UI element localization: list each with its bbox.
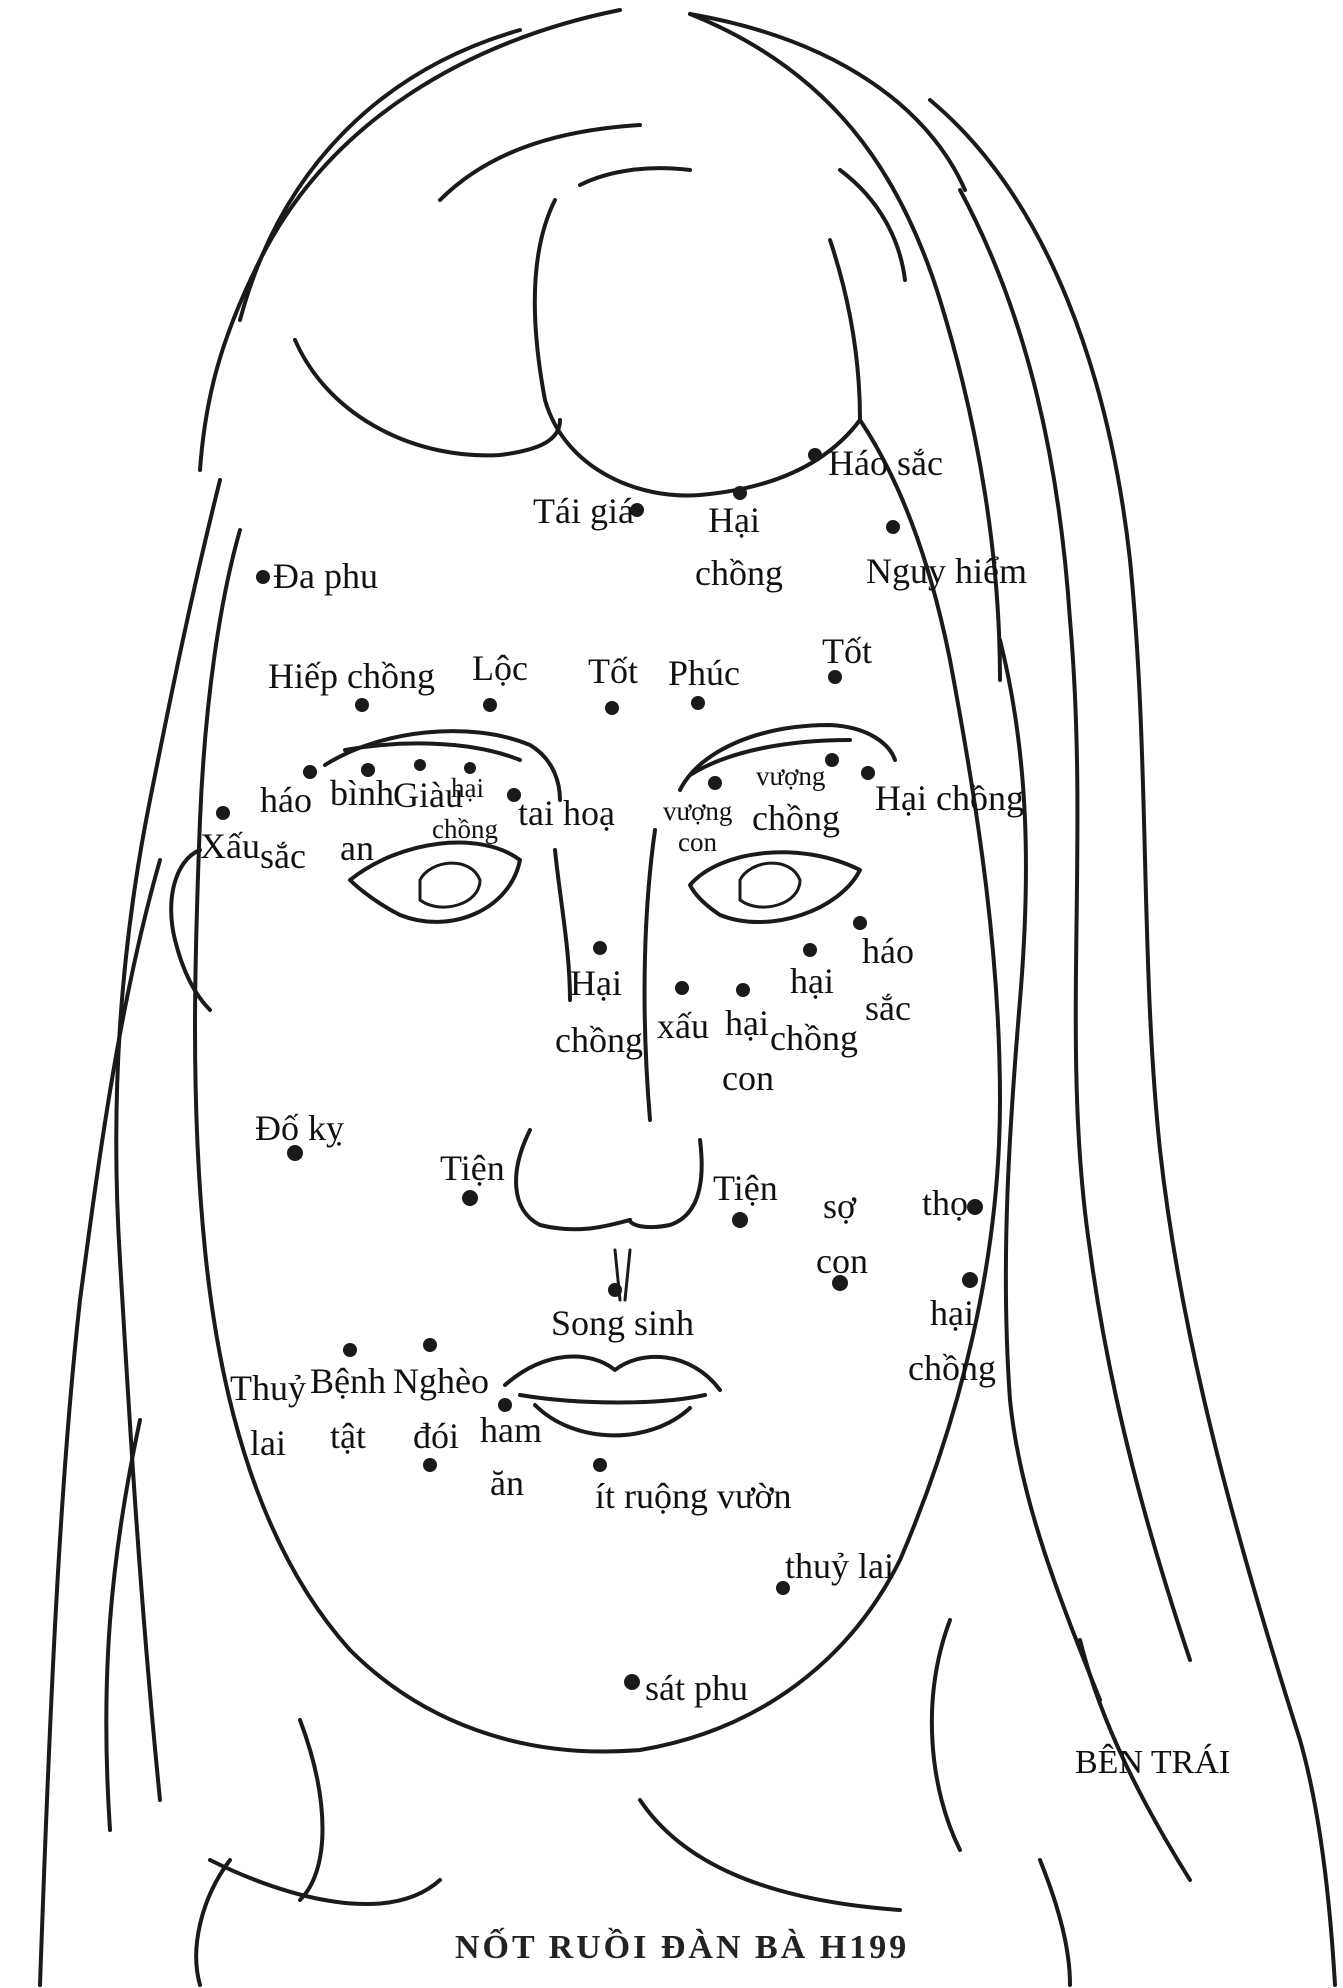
label-hai-chong-cheek-1: hại xyxy=(790,961,834,1001)
label-tien-left: Tiện xyxy=(440,1148,505,1188)
label-hai-chong-right: Hại chồng xyxy=(875,778,1024,818)
mole-tien-right xyxy=(732,1212,748,1228)
mole-vuong-chong xyxy=(825,753,839,767)
mole-loc xyxy=(483,698,497,712)
mole-da-phu xyxy=(256,570,270,584)
label-ngheo-doi-2: đói xyxy=(413,1416,459,1456)
label-hao-sac-right-1: háo xyxy=(862,931,914,971)
label-hai-chong-jaw-2: chồng xyxy=(908,1348,996,1388)
label-hai-chong-cheek-2: chồng xyxy=(770,1018,858,1058)
mole-hai-con xyxy=(736,983,750,997)
mole-hiep-chong xyxy=(355,698,369,712)
label-ham-an-2: ăn xyxy=(490,1463,524,1503)
label-thuy-lai-right: thuỷ lai xyxy=(785,1546,894,1586)
label-hai-chong-eye-2: chồng xyxy=(432,814,498,844)
label-nguy-hiem: Nguy hiểm xyxy=(866,551,1027,591)
mole-hai-chong-nose xyxy=(593,941,607,955)
mole-phuc xyxy=(691,696,705,710)
label-vuong-chong-1: vượng xyxy=(756,761,825,791)
mole-tot-right xyxy=(828,670,842,684)
mole-ngheo-doi xyxy=(423,1458,437,1472)
mole-hao-sac-left xyxy=(303,765,317,779)
mole-song-sinh xyxy=(608,1283,622,1297)
mole-hao-sac-right xyxy=(853,916,867,930)
mole-hai-chong-jaw xyxy=(962,1272,978,1288)
label-da-phu: Đa phu xyxy=(273,556,378,596)
mole-tot-center xyxy=(605,701,619,715)
label-xau-left: Xấu xyxy=(200,826,260,866)
mole-hao-sac-top xyxy=(808,448,822,462)
label-ngheo-doi-1: Nghèo xyxy=(393,1361,489,1401)
label-hai-chong-nose-2: chồng xyxy=(555,1020,643,1060)
mole-ngheo-doi-top xyxy=(423,1338,437,1352)
label-hai-chong-forehead-1: Hại xyxy=(708,500,760,540)
label-hao-sac-right-2: sắc xyxy=(865,988,911,1028)
label-tai-gia: Tái giá xyxy=(533,491,634,531)
label-binh-an-2: an xyxy=(340,828,374,868)
mole-xau-left xyxy=(216,806,230,820)
label-hiep-chong: Hiếp chồng xyxy=(268,656,435,696)
label-hao-sac-left-2: sắc xyxy=(260,836,306,876)
eyes xyxy=(350,843,860,922)
label-vuong-con-1: vượng xyxy=(663,796,732,826)
label-thuy-lai-left-1: Thuỷ xyxy=(230,1368,306,1408)
label-thuy-lai-left-2: lai xyxy=(250,1423,286,1463)
nose xyxy=(516,830,702,1300)
mole-giau xyxy=(414,759,426,771)
label-it-ruong-vuon: ít ruộng vườn xyxy=(595,1476,792,1516)
figure-caption: NỐT RUỒI ĐÀN BÀ H199 xyxy=(455,1927,909,1966)
label-vuong-con-2: con xyxy=(678,827,717,857)
label-tot-right: Tốt xyxy=(822,631,872,671)
mole-xau-nose xyxy=(675,981,689,995)
mole-tien-left xyxy=(462,1190,478,1206)
label-loc: Lộc xyxy=(472,648,528,688)
label-hai-con-1: hại xyxy=(725,1003,769,1043)
label-sat-phu: sát phu xyxy=(645,1668,748,1708)
mole-vuong-con xyxy=(708,776,722,790)
label-phuc: Phúc xyxy=(668,653,740,693)
label-benh-tat-1: Bệnh xyxy=(310,1361,386,1401)
label-tot-center: Tốt xyxy=(588,651,638,691)
label-hai-chong-eye-1: hại xyxy=(451,773,484,803)
side-label: BÊN TRÁI xyxy=(1075,1744,1230,1781)
label-do-ky: Đố kỵ xyxy=(255,1108,344,1148)
mole-nguy-hiem xyxy=(886,520,900,534)
label-ham-an-1: ham xyxy=(480,1410,542,1450)
mole-benh-tat xyxy=(343,1343,357,1357)
label-so-con-2: con xyxy=(816,1241,868,1281)
label-so-con-1: sợ xyxy=(823,1186,857,1226)
mole-hai-chong-forehead xyxy=(733,486,747,500)
label-tien-right: Tiện xyxy=(713,1168,778,1208)
label-hai-con-2: con xyxy=(722,1058,774,1098)
label-benh-tat-2: tật xyxy=(330,1416,366,1456)
label-binh-an-1: bình xyxy=(330,773,394,813)
label-hao-sac-left-1: háo xyxy=(260,780,312,820)
label-hai-chong-forehead-2: chồng xyxy=(695,553,783,593)
mole-hai-chong-right xyxy=(861,766,875,780)
label-vuong-chong-2: chồng xyxy=(752,798,840,838)
label-tho: thọ xyxy=(922,1183,968,1223)
mole-sat-phu xyxy=(624,1674,640,1690)
label-hai-chong-jaw-1: hại xyxy=(930,1293,974,1333)
mole-hai-chong-cheek xyxy=(803,943,817,957)
label-hai-chong-nose-1: Hại xyxy=(570,963,622,1003)
mole-it-ruong-vuon xyxy=(593,1458,607,1472)
label-tai-hoa: tai hoạ xyxy=(518,793,615,833)
label-song-sinh: Song sinh xyxy=(551,1303,694,1343)
label-hao-sac-top: Háo sắc xyxy=(828,443,943,483)
bangs xyxy=(295,125,905,496)
mole-labels: Tái giá Háo sắc Hại chồng Đa phu Nguy hi… xyxy=(200,443,1027,1708)
mole-tho xyxy=(967,1199,983,1215)
label-xau-nose: xấu xyxy=(657,1006,709,1046)
